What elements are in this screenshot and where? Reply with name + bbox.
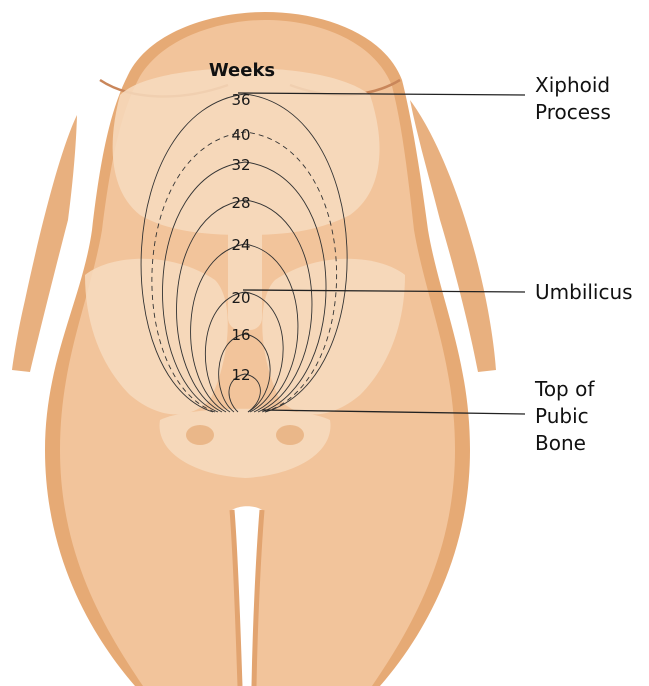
week-labels: 36 40 32 28 24 20 16 12 (231, 91, 250, 384)
xiphoid-label: Xiphoid Process (535, 73, 616, 124)
week-28-label: 28 (231, 194, 250, 212)
xiphoid-label-line1: Xiphoid (535, 73, 610, 97)
weeks-header: Weeks (209, 60, 275, 81)
umbilicus-label: Umbilicus (535, 280, 633, 304)
xiphoid-label-line2: Process (535, 100, 611, 124)
week-20-label: 20 (231, 289, 250, 307)
pubic-label-line2: Pubic (535, 404, 589, 428)
pubic-label-line3: Bone (535, 431, 586, 455)
pubic-label: Top of Pubic Bone (534, 377, 601, 455)
week-16-label: 16 (231, 326, 250, 344)
week-24-label: 24 (231, 236, 250, 254)
week-12-label: 12 (231, 366, 250, 384)
umbilicus-label-line1: Umbilicus (535, 280, 633, 304)
week-32-label: 32 (231, 156, 250, 174)
week-40-label: 40 (231, 126, 250, 144)
pubic-label-line1: Top of (534, 377, 595, 401)
